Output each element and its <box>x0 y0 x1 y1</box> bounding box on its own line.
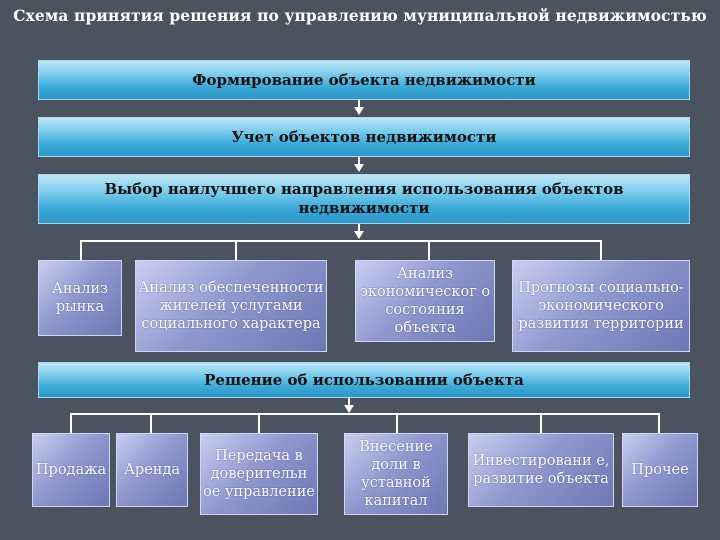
branch-drop <box>235 240 237 260</box>
branch-drop <box>600 240 602 260</box>
branch-drop <box>540 413 542 433</box>
branch-drop <box>428 240 430 260</box>
branch-line <box>70 413 660 415</box>
step-choice: Выбор наилучшего направления использован… <box>38 174 690 224</box>
branch-drop <box>396 413 398 433</box>
arrow-down-icon <box>344 405 354 413</box>
option-capital-contribution: Внесение доли в уставной капитал <box>344 433 448 515</box>
page-title: Схема принятия решения по управлению мун… <box>13 6 707 25</box>
connector-line <box>348 398 350 406</box>
analysis-forecast: Прогнозы социально-экономического развит… <box>512 260 690 352</box>
connector-line <box>358 157 360 165</box>
analysis-market: Анализ рынка <box>38 260 122 336</box>
branch-drop <box>80 240 82 260</box>
step-formation: Формирование объекта недвижимости <box>38 60 690 100</box>
option-other: Прочее <box>622 433 698 507</box>
analysis-economic-state: Анализ экономическог о состояния объекта <box>355 260 495 342</box>
connector-line <box>358 100 360 108</box>
arrow-down-icon <box>354 107 364 115</box>
branch-drop <box>658 413 660 433</box>
branch-drop <box>258 413 260 433</box>
arrow-down-icon <box>354 231 364 239</box>
branch-drop <box>150 413 152 433</box>
step-decision: Решение об использовании объекта <box>38 362 690 398</box>
option-sale: Продажа <box>32 433 110 507</box>
analysis-services: Анализ обеспеченности жителей услугами с… <box>135 260 327 352</box>
option-investment: Инвестировани е, развитие объекта <box>468 433 614 507</box>
step-accounting: Учет объектов недвижимости <box>38 117 690 157</box>
branch-drop <box>70 413 72 433</box>
connector-line <box>358 224 360 232</box>
arrow-down-icon <box>354 164 364 172</box>
option-rent: Аренда <box>116 433 188 507</box>
option-trust-management: Передача в доверительн ое управление <box>200 433 318 515</box>
branch-line <box>80 240 602 242</box>
